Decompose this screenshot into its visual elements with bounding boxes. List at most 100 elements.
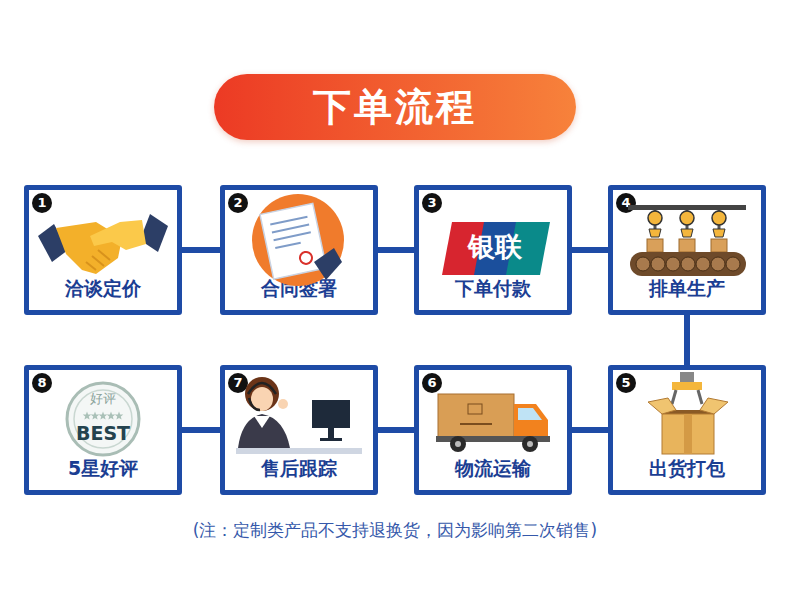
roller <box>636 257 650 271</box>
chassis <box>436 436 550 442</box>
callout-number: 2 <box>228 193 248 213</box>
flow-connector <box>378 247 414 253</box>
process-box: 7售后跟踪 <box>220 365 378 495</box>
agent-hair <box>245 377 279 411</box>
agent-collar <box>254 416 270 428</box>
agent-face <box>251 387 273 411</box>
process-box: 1 洽谈定价 <box>24 185 182 315</box>
step-label: 出货打包 <box>613 456 761 482</box>
badge-star <box>99 412 108 420</box>
footnote-caption: (注：定制类产品不支持退换货，因为影响第二次销售) <box>0 519 790 542</box>
cargo-symbol <box>468 404 482 414</box>
step-label: 洽谈定价 <box>29 276 177 302</box>
robot-claw <box>681 229 693 237</box>
finger-lines <box>86 250 110 270</box>
box-tape <box>684 414 692 454</box>
roller <box>726 257 740 271</box>
contract-icon <box>252 194 344 286</box>
claw-finger <box>672 390 676 404</box>
roller <box>711 257 725 271</box>
robot-arm <box>718 210 721 230</box>
box-flap <box>648 398 676 414</box>
badge-inner-ring <box>74 390 132 448</box>
flow-connector <box>182 427 220 433</box>
contract-backdrop <box>252 194 344 286</box>
process-box: 4排单生产 <box>608 185 766 315</box>
badge-star <box>83 412 92 420</box>
box-front <box>662 414 714 454</box>
flow-connector <box>378 427 414 433</box>
robot-arm <box>686 210 689 230</box>
wheel <box>450 436 466 452</box>
roller <box>666 257 680 271</box>
robot-joint <box>680 211 694 225</box>
roller <box>651 257 665 271</box>
paper-lines <box>270 217 312 248</box>
wheel <box>522 436 538 452</box>
monitor-stand <box>328 428 334 438</box>
callout-number: 4 <box>616 193 636 213</box>
claw-body <box>672 382 702 390</box>
process-box: 3下单付款 <box>414 185 572 315</box>
agent-hand <box>278 399 288 409</box>
roller <box>696 257 710 271</box>
product-box <box>711 239 727 252</box>
rail <box>628 205 746 210</box>
product-box <box>647 239 663 252</box>
flow-connector <box>684 315 690 365</box>
wheel-hub <box>455 441 461 447</box>
flow-connector <box>572 247 608 253</box>
logo-green-band <box>506 222 550 275</box>
step-label: 5星好评 <box>29 456 177 482</box>
flow-title: 下单流程 <box>214 74 576 140</box>
truck-icon <box>436 394 550 452</box>
agent-body <box>238 414 290 448</box>
right-hand <box>90 220 146 250</box>
callout-number: 1 <box>32 193 52 213</box>
step-label: 合同签署 <box>225 276 373 302</box>
handshake-icon <box>38 214 168 274</box>
right-sleeve <box>140 214 168 252</box>
packing-icon <box>648 372 728 454</box>
left-hand <box>56 222 122 274</box>
flow-connector <box>182 247 220 253</box>
contract-paper <box>260 203 327 279</box>
support-icon <box>236 377 362 454</box>
process-box: 2 合同签署 <box>220 185 378 315</box>
callout-number: 5 <box>616 373 636 393</box>
truck-cab <box>514 404 548 438</box>
cargo-arrow <box>460 423 492 425</box>
wheel-hub <box>527 441 533 447</box>
robot-joint <box>648 211 662 225</box>
process-box: 5 出货打包 <box>608 365 766 495</box>
desk <box>236 448 362 454</box>
callout-number: 7 <box>228 373 248 393</box>
review-badge <box>67 383 139 455</box>
monitor <box>312 400 350 428</box>
badge-ring <box>67 383 139 455</box>
badge-star <box>115 412 124 420</box>
pen-hand <box>314 248 342 280</box>
badge-star <box>91 412 100 420</box>
box-inside <box>660 410 716 416</box>
box-flap <box>700 398 728 414</box>
belt <box>630 252 746 276</box>
conveyor-icon <box>628 205 746 276</box>
robot-arm <box>654 210 657 230</box>
callout-number: 6 <box>422 373 442 393</box>
badge-star <box>107 412 116 420</box>
headset <box>248 383 276 410</box>
process-box: 8 5星好评 <box>24 365 182 495</box>
process-box: 6物流运输 <box>414 365 572 495</box>
step-label: 下单付款 <box>419 276 567 302</box>
claw-mount <box>680 372 694 382</box>
paper-sheet <box>260 203 327 279</box>
callout-number: 8 <box>32 373 52 393</box>
monitor-base <box>320 438 342 441</box>
cargo-box <box>438 394 514 438</box>
robot-joint <box>712 211 726 225</box>
logo-blue-band <box>474 222 524 275</box>
product-box <box>679 239 695 252</box>
logo-red-band <box>442 222 492 275</box>
